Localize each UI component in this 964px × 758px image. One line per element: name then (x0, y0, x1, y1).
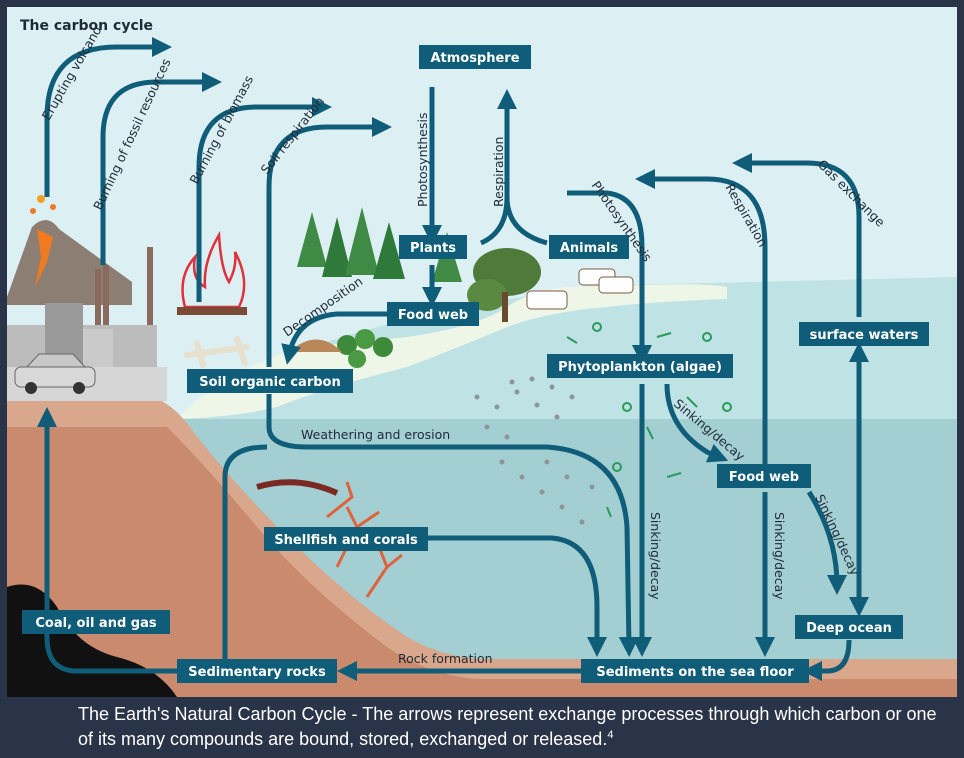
arrow-foodweb-deep (806, 490, 847, 595)
box-shellfish-corals (264, 527, 428, 551)
arrow-weathering-erosion (266, 394, 639, 657)
shrubs (289, 329, 393, 368)
car (14, 353, 96, 394)
earth-crust (7, 399, 957, 697)
fire (177, 230, 247, 315)
arrow-erupting-volcano (44, 37, 172, 197)
box-phytoplankton (547, 354, 733, 378)
label-sinking-decay-2: Sinking/decay (648, 512, 663, 600)
arrow-deep-sediments (802, 639, 852, 681)
diagram-frame: Erupting volcano Burning of fossil resou… (7, 7, 957, 697)
diagram-title: The carbon cycle (20, 18, 153, 34)
box-food-web-land (387, 302, 479, 326)
lobster (256, 479, 339, 496)
box-coal-oil-gas (22, 610, 170, 634)
arrow-decomposition (281, 311, 387, 365)
flow-arrows (37, 37, 869, 681)
caption-reference: 4 (607, 729, 614, 741)
node-animals: Animals (560, 241, 619, 256)
node-food-web-ocean: Food web (729, 470, 799, 485)
figure-caption: The Earth's Natural Carbon Cycle - The a… (78, 704, 938, 750)
arrow-phyto-foodweb (664, 383, 729, 463)
nodes: Atmosphere Plants Animals Food web Soil … (22, 45, 929, 683)
label-sinking-decay-3: Sinking/decay (772, 512, 787, 600)
label-rock-formation: Rock formation (398, 651, 493, 666)
node-sedimentary-rocks: Sedimentary rocks (188, 665, 326, 680)
box-food-web-ocean (717, 464, 811, 488)
arrow-rocks-weathering (222, 444, 268, 659)
node-phytoplankton: Phytoplankton (algae) (558, 360, 722, 375)
arrow-soil-respiration (266, 117, 392, 367)
arrow-respiration-animals (504, 196, 548, 246)
arrow-rocks-fossil (37, 407, 177, 674)
cows (526, 268, 634, 310)
sediment-particles (474, 376, 595, 525)
box-animals (549, 235, 629, 259)
box-soil-organic-carbon (187, 369, 353, 393)
sea-surface-band (177, 277, 957, 419)
node-deep-ocean: Deep ocean (806, 621, 892, 636)
node-shellfish-corals: Shellfish and corals (274, 533, 418, 548)
arrow-burning-biomass (196, 97, 332, 302)
box-atmosphere (419, 45, 531, 69)
node-sediments-sea-floor: Sediments on the sea floor (596, 665, 794, 680)
node-surface-waters: surface waters (810, 328, 919, 343)
bones (184, 336, 250, 368)
label-photosynthesis-land: Photosynthesis (415, 112, 430, 207)
node-atmosphere: Atmosphere (430, 51, 519, 66)
node-coal-oil-gas: Coal, oil and gas (35, 616, 156, 631)
arrow-burning-fossil (100, 72, 222, 265)
label-respiration-land: Respiration (491, 137, 506, 207)
sediment-layer (7, 399, 957, 679)
box-plants (399, 235, 467, 259)
box-deep-ocean (795, 615, 903, 639)
caption-text: The Earth's Natural Carbon Cycle - The a… (78, 704, 937, 749)
carbon-cycle-diagram: Erupting volcano Burning of fossil resou… (7, 7, 957, 697)
label-weathering-erosion: Weathering and erosion (301, 427, 450, 442)
node-food-web-land: Food web (398, 308, 468, 323)
factory (7, 247, 157, 367)
box-sediments-sea-floor (581, 659, 809, 683)
box-sedimentary-rocks (177, 659, 337, 683)
plankton (566, 322, 732, 518)
arrow-shellfish-sediments (427, 535, 607, 657)
arrow-gas-exchange (732, 153, 862, 317)
arrow-photosynthesis-ocean (567, 190, 652, 365)
node-soil-organic-carbon: Soil organic carbon (199, 375, 340, 390)
arrow-respiration-ocean (635, 169, 768, 467)
node-plants: Plants (410, 241, 456, 256)
box-surface-waters (799, 322, 929, 346)
